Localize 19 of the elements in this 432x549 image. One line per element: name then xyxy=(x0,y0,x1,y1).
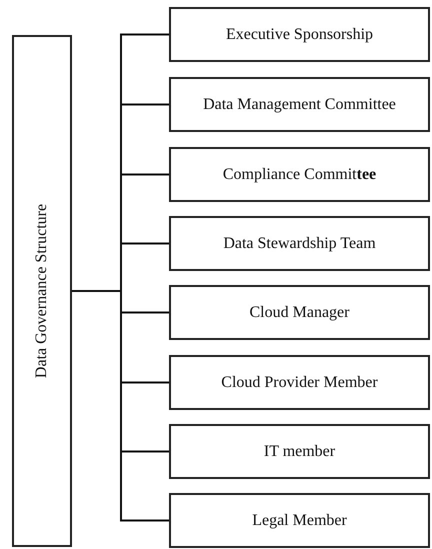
node-label: Cloud Provider Member xyxy=(221,372,378,392)
connector-line xyxy=(72,290,169,522)
node-label: Compliance Committee xyxy=(222,164,376,184)
role-box xyxy=(169,147,430,202)
role-box xyxy=(169,285,430,340)
role-box xyxy=(169,7,430,62)
role-box xyxy=(169,216,430,271)
node-label: Executive Sponsorship xyxy=(226,24,374,44)
node-label: Data Stewardship Team xyxy=(223,234,376,254)
node-label: IT member xyxy=(264,442,336,462)
node-label: Data Management Committee xyxy=(203,94,396,114)
node-label: Data Governance Structure xyxy=(32,204,51,378)
node-label: Cloud Manager xyxy=(250,302,350,322)
node-label: Legal Member xyxy=(252,510,347,530)
role-box xyxy=(169,493,430,548)
role-box xyxy=(169,355,430,410)
role-box xyxy=(169,77,430,132)
role-box xyxy=(169,424,430,479)
root-box xyxy=(12,35,72,547)
